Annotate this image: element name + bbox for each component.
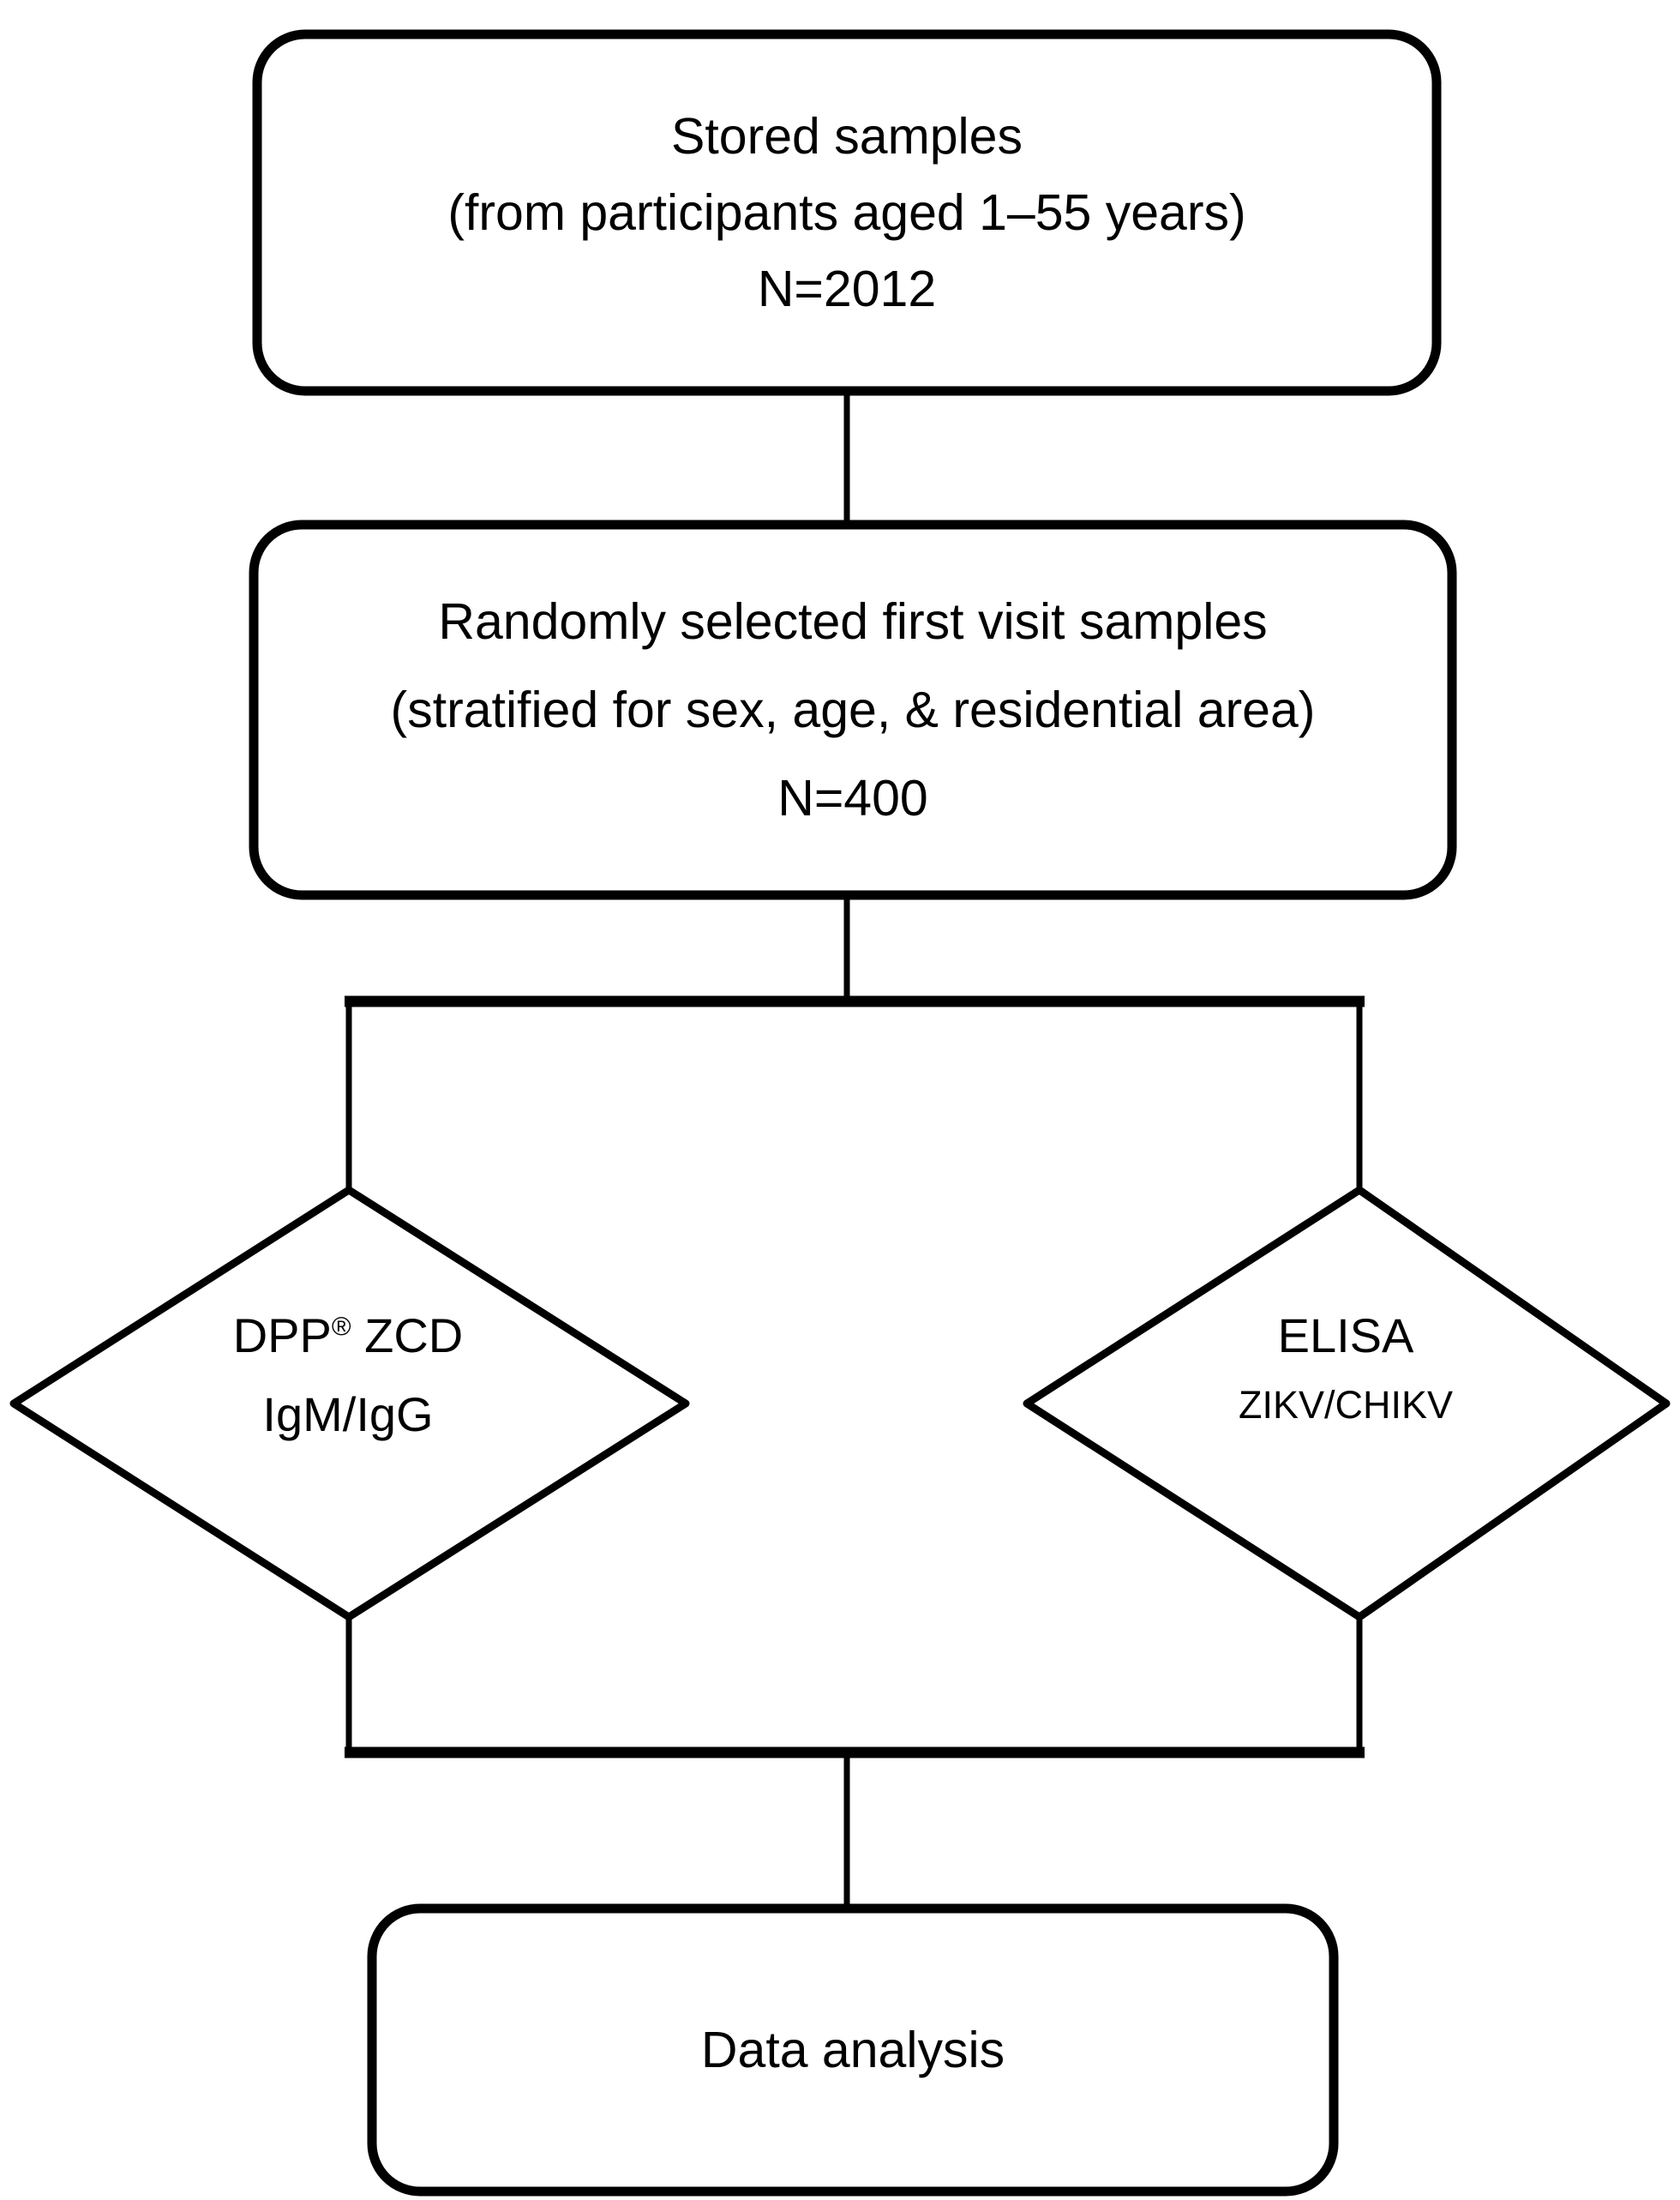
- dpp-test-assay: ZCD: [351, 1308, 464, 1362]
- dpp-test-line-2: IgM/IgG: [262, 1387, 434, 1441]
- node-elisa-test[interactable]: [1023, 1186, 1671, 1621]
- random-selection-line-2: (stratified for sex, age, & residential …: [390, 681, 1316, 738]
- node-data-analysis[interactable]: [367, 1903, 1339, 2197]
- elisa-test-line-1: ELISA: [1277, 1308, 1414, 1362]
- dpp-test-line-1: DPP® ZCD: [91, 1312, 605, 1360]
- node-random-selection-label: Randomly selected first visit samples (s…: [254, 525, 1452, 895]
- stored-samples-line-3: N=2012: [757, 260, 937, 317]
- random-selection-line-1: Randomly selected first visit samples: [438, 592, 1268, 650]
- node-stored-samples[interactable]: [252, 29, 1442, 396]
- dpp-test-name: DPP: [232, 1308, 332, 1362]
- random-selection-line-3: N=400: [777, 769, 928, 827]
- data-analysis-line-1: Data analysis: [700, 2021, 1005, 2078]
- node-elisa-test-label: ELISA ZIKV/CHIKV: [1089, 1308, 1603, 1427]
- node-random-selection[interactable]: [249, 520, 1457, 900]
- registered-trademark-icon: ®: [331, 1311, 351, 1342]
- elisa-test-line-2: ZIKV/CHIKV: [1238, 1383, 1454, 1427]
- stored-samples-line-2: (from participants aged 1–55 years): [447, 183, 1246, 241]
- node-stored-samples-label: Stored samples (from participants aged 1…: [257, 34, 1437, 391]
- node-data-analysis-label: Data analysis: [372, 1908, 1334, 2191]
- stored-samples-line-1: Stored samples: [671, 107, 1023, 165]
- node-dpp-test-label: DPP® ZCD IgM/IgG: [91, 1312, 605, 1439]
- node-dpp-test[interactable]: [9, 1186, 690, 1621]
